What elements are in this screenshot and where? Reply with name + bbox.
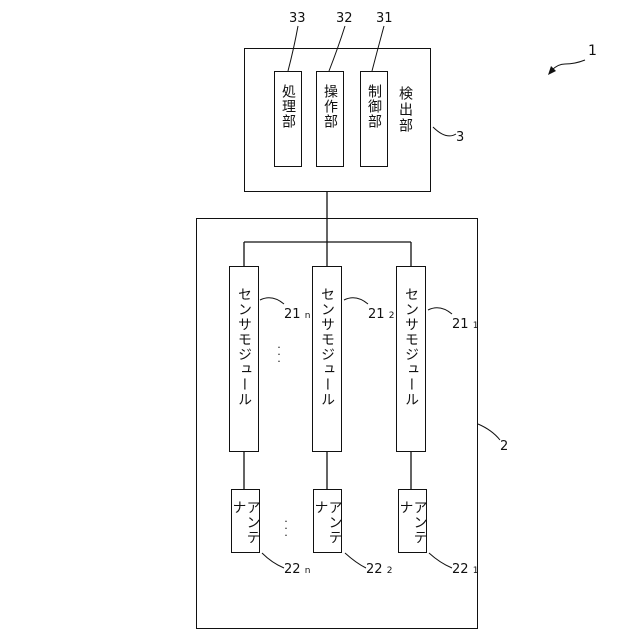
processing-unit-label: 処理部: [281, 84, 295, 129]
ref-sub: 1: [473, 321, 479, 331]
control-unit-ref: 31: [376, 12, 393, 25]
detector-ref: 3: [456, 131, 464, 144]
operation-unit-box: 操作部: [316, 71, 344, 167]
operation-unit-ref: 32: [336, 12, 353, 25]
detector-label: 検出部: [398, 86, 412, 134]
antenna-1: アンテナ: [398, 489, 427, 553]
antenna-label: アンテナ: [314, 500, 342, 552]
ref-sub: n: [305, 566, 311, 576]
antenna-n: アンテナ: [231, 489, 260, 553]
ellipsis-dots-upper: ···: [276, 344, 282, 365]
sensor-module-2: センサモジュール: [312, 266, 342, 452]
ref-sub: 2: [389, 311, 395, 321]
ref-main: 21: [368, 307, 385, 322]
ellipsis-dots-lower: ···: [283, 518, 289, 539]
ref-main: 21: [452, 317, 469, 332]
antenna-2: アンテナ: [313, 489, 342, 553]
sensor-module-label: センサモジュール: [320, 287, 334, 407]
control-unit-label: 制御部: [367, 84, 381, 129]
sensor-module-n-ref: 21 n: [284, 308, 310, 321]
ref-sub: 2: [387, 566, 393, 576]
processing-unit-box: 処理部: [274, 71, 302, 167]
antenna-2-ref: 22 2: [366, 563, 392, 576]
ref-main: 21: [284, 307, 301, 322]
sensor-module-n: センサモジュール: [229, 266, 259, 452]
processing-unit-ref: 33: [289, 12, 306, 25]
operation-unit-label: 操作部: [323, 84, 337, 129]
system-ref: 1: [588, 44, 597, 58]
ref-main: 22: [366, 562, 383, 577]
sensor-module-2-ref: 21 2: [368, 308, 394, 321]
ref-main: 22: [284, 562, 301, 577]
antenna-1-ref: 22 1: [452, 563, 478, 576]
ref-sub: n: [305, 311, 311, 321]
antenna-label: アンテナ: [232, 500, 260, 552]
control-unit-box: 制御部: [360, 71, 388, 167]
sensor-module-1: センサモジュール: [396, 266, 426, 452]
sensor-module-label: センサモジュール: [404, 287, 418, 407]
sensor-module-1-ref: 21 1: [452, 318, 478, 331]
ref-main: 22: [452, 562, 469, 577]
antenna-label: アンテナ: [399, 500, 427, 552]
sensor-module-label: センサモジュール: [237, 287, 251, 407]
ref-sub: 1: [473, 566, 479, 576]
module-group-ref: 2: [500, 440, 508, 453]
antenna-n-ref: 22 n: [284, 563, 310, 576]
